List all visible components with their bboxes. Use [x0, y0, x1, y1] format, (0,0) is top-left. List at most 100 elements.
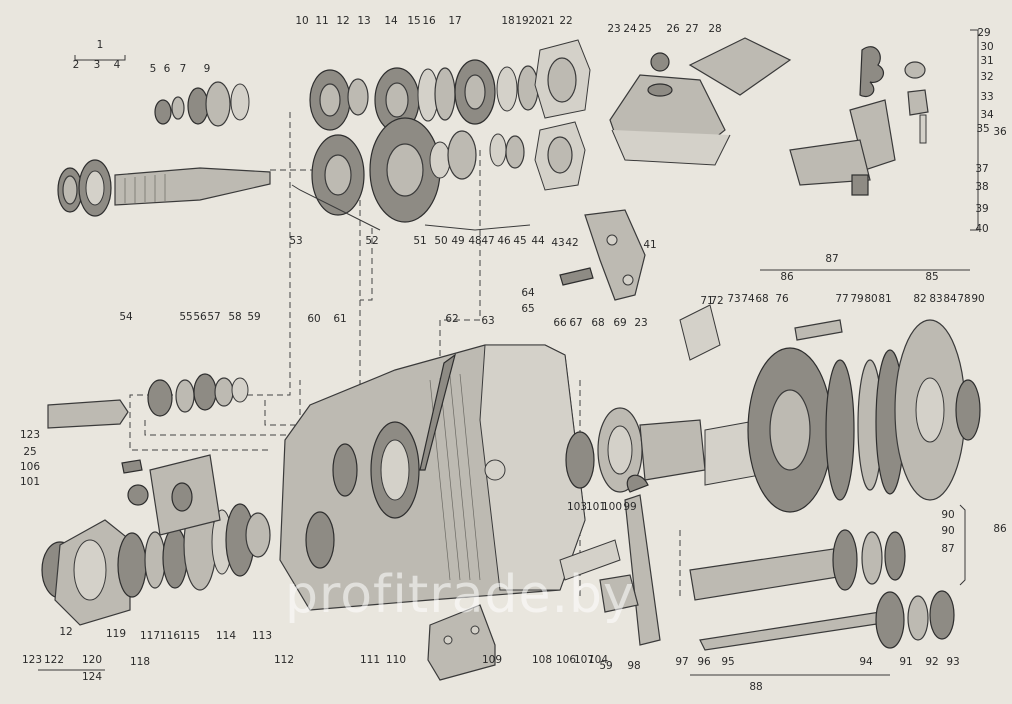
part-number-label: 99 — [623, 501, 636, 513]
shift-fork-parts — [559, 474, 661, 646]
part-number-label: 72 — [710, 295, 723, 307]
part-number-label: 47 — [481, 235, 494, 247]
part-number-label: 17 — [448, 15, 461, 27]
part-number-label: 91 — [899, 656, 912, 668]
part-number-label: 69 — [613, 317, 626, 329]
part-number-label: 108 — [532, 654, 552, 666]
part-number-label: 113 — [252, 630, 272, 642]
part-number-label: 48 — [468, 235, 481, 247]
part-number-label: 63 — [481, 315, 494, 327]
part-number-label: 66 — [553, 317, 567, 329]
part-number-label: 43 — [551, 237, 564, 249]
part-number-label: 87 — [941, 543, 954, 555]
part-number-label: 15 — [407, 15, 420, 27]
part-number-label: 32 — [980, 71, 993, 83]
part-number-label: 11 — [315, 15, 328, 27]
part-number-label: 57 — [207, 311, 220, 323]
part-number-label: 2 — [73, 59, 80, 71]
part-number-label: 22 — [559, 15, 572, 27]
part-number-label: 120 — [82, 654, 102, 666]
part-number-label: 100 — [602, 501, 622, 513]
part-number-label: 12 — [336, 15, 349, 27]
part-number-label: 95 — [721, 656, 734, 668]
part-number-label: 25 — [638, 23, 651, 35]
bearing-small-parts — [154, 81, 250, 127]
part-number-label: 119 — [106, 628, 126, 640]
part-number-label: 3 — [94, 59, 101, 71]
part-number-label: 25 — [23, 446, 36, 458]
watermark: profitrade.by — [285, 565, 635, 625]
part-number-label: 76 — [775, 293, 789, 305]
part-number-label: 44 — [531, 235, 545, 247]
part-number-label: 83 — [929, 293, 942, 305]
part-number-label: 103 — [567, 501, 587, 513]
part-number-label: 27 — [685, 23, 698, 35]
part-number-label: 107 — [574, 654, 594, 666]
part-number-label: 124 — [82, 671, 102, 683]
part-number-label: 29 — [977, 27, 990, 39]
input-shaft-assembly — [57, 159, 271, 217]
part-number-label: 87 — [825, 253, 838, 265]
part-number-label: 52 — [365, 235, 378, 247]
part-number-label: 54 — [119, 311, 133, 323]
countershaft-assembly — [689, 529, 955, 651]
part-number-label: 53 — [289, 235, 302, 247]
group-braces — [38, 29, 979, 676]
part-number-label: 64 — [521, 287, 535, 299]
bottom-bracket — [427, 604, 496, 681]
part-number-label: 68 — [755, 293, 768, 305]
shifter-mechanism — [789, 46, 929, 196]
gearbox-housing — [279, 344, 586, 611]
part-number-label: 117 — [140, 630, 160, 642]
part-number-label: 6 — [164, 63, 171, 75]
part-number-label: 45 — [513, 235, 526, 247]
part-number-label: 97 — [675, 656, 688, 668]
part-number-label: 31 — [980, 55, 993, 67]
part-number-label: 1 — [97, 39, 104, 51]
part-number-label: 94 — [859, 656, 873, 668]
part-number-label: 5 — [150, 63, 157, 75]
part-number-label: 23 — [634, 317, 647, 329]
gear-cluster-upper — [309, 39, 591, 133]
part-number-label: 122 — [44, 654, 64, 666]
part-number-label: 18 — [501, 15, 514, 27]
part-number-label: 36 — [993, 126, 1007, 138]
part-number-label: 114 — [216, 630, 236, 642]
part-number-label: 14 — [384, 15, 398, 27]
part-number-label: 42 — [565, 237, 578, 249]
part-number-label: 46 — [497, 235, 511, 247]
part-number-label: 109 — [482, 654, 502, 666]
part-number-label: 111 — [360, 654, 380, 666]
part-number-label: 62 — [445, 313, 458, 325]
part-number-label: 116 — [160, 630, 180, 642]
part-number-label: 86 — [780, 271, 794, 283]
output-flange-assembly — [41, 454, 271, 626]
part-number-label: 118 — [130, 656, 150, 668]
part-number-label: 12 — [59, 626, 72, 638]
part-number-label: 10 — [295, 15, 308, 27]
part-number-label: 90 — [941, 509, 954, 521]
part-number-label: 74 — [741, 293, 755, 305]
part-number-label: 33 — [980, 91, 993, 103]
part-number-label: 98 — [627, 660, 640, 672]
part-number-label: 59 — [247, 311, 260, 323]
part-number-label: 112 — [274, 654, 294, 666]
part-number-label: 67 — [569, 317, 582, 329]
part-number-label: 79 — [850, 293, 863, 305]
clutch-assembly — [565, 304, 981, 513]
part-number-label: 23 — [607, 23, 620, 35]
gear-cluster-lower — [311, 117, 586, 223]
part-number-label: 81 — [878, 293, 891, 305]
part-number-label: 7 — [180, 63, 187, 75]
part-number-label: 21 — [541, 15, 554, 27]
part-number-label: 96 — [697, 656, 711, 668]
shaft-52-assembly — [47, 373, 249, 429]
part-number-label: 26 — [666, 23, 680, 35]
part-number-label: 78 — [957, 293, 970, 305]
part-number-label: 101 — [20, 476, 40, 488]
part-number-label: 90 — [971, 293, 984, 305]
part-number-label: 59 — [599, 660, 612, 672]
part-number-label: 73 — [727, 293, 740, 305]
part-number-label: 41 — [643, 239, 656, 251]
